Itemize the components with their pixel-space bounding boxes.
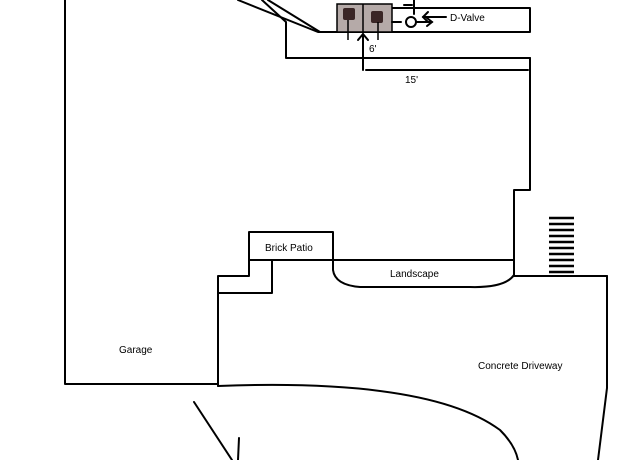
septic-area-outline xyxy=(237,0,531,33)
driveway-left-line xyxy=(193,401,233,461)
dimension-6-arrow xyxy=(357,32,369,71)
driveway-small-line xyxy=(237,437,240,461)
dimension-6-label: 6' xyxy=(369,44,377,55)
dimension-15-label: 15' xyxy=(405,75,418,86)
septic-tank-icon xyxy=(336,3,393,40)
driveway-curve xyxy=(217,383,519,461)
landscape-bed xyxy=(332,259,515,289)
garage-label: Garage xyxy=(119,345,153,356)
septic-slope-line xyxy=(267,0,321,33)
patio-step xyxy=(217,259,250,387)
d-valve-label: D-Valve xyxy=(450,13,485,24)
rear-wall xyxy=(513,57,531,263)
driveway-right-edge xyxy=(597,275,608,461)
patio-step-inner xyxy=(217,259,273,294)
house-outline xyxy=(64,0,218,385)
d-valve-icon xyxy=(391,0,434,28)
arrow-icon xyxy=(421,11,447,23)
concrete-driveway-label: Concrete Driveway xyxy=(478,361,562,372)
brick-patio-label: Brick Patio xyxy=(265,243,313,254)
septic-inner-outline xyxy=(261,0,531,59)
landscape-label: Landscape xyxy=(390,269,439,280)
steps-icon xyxy=(549,216,574,274)
